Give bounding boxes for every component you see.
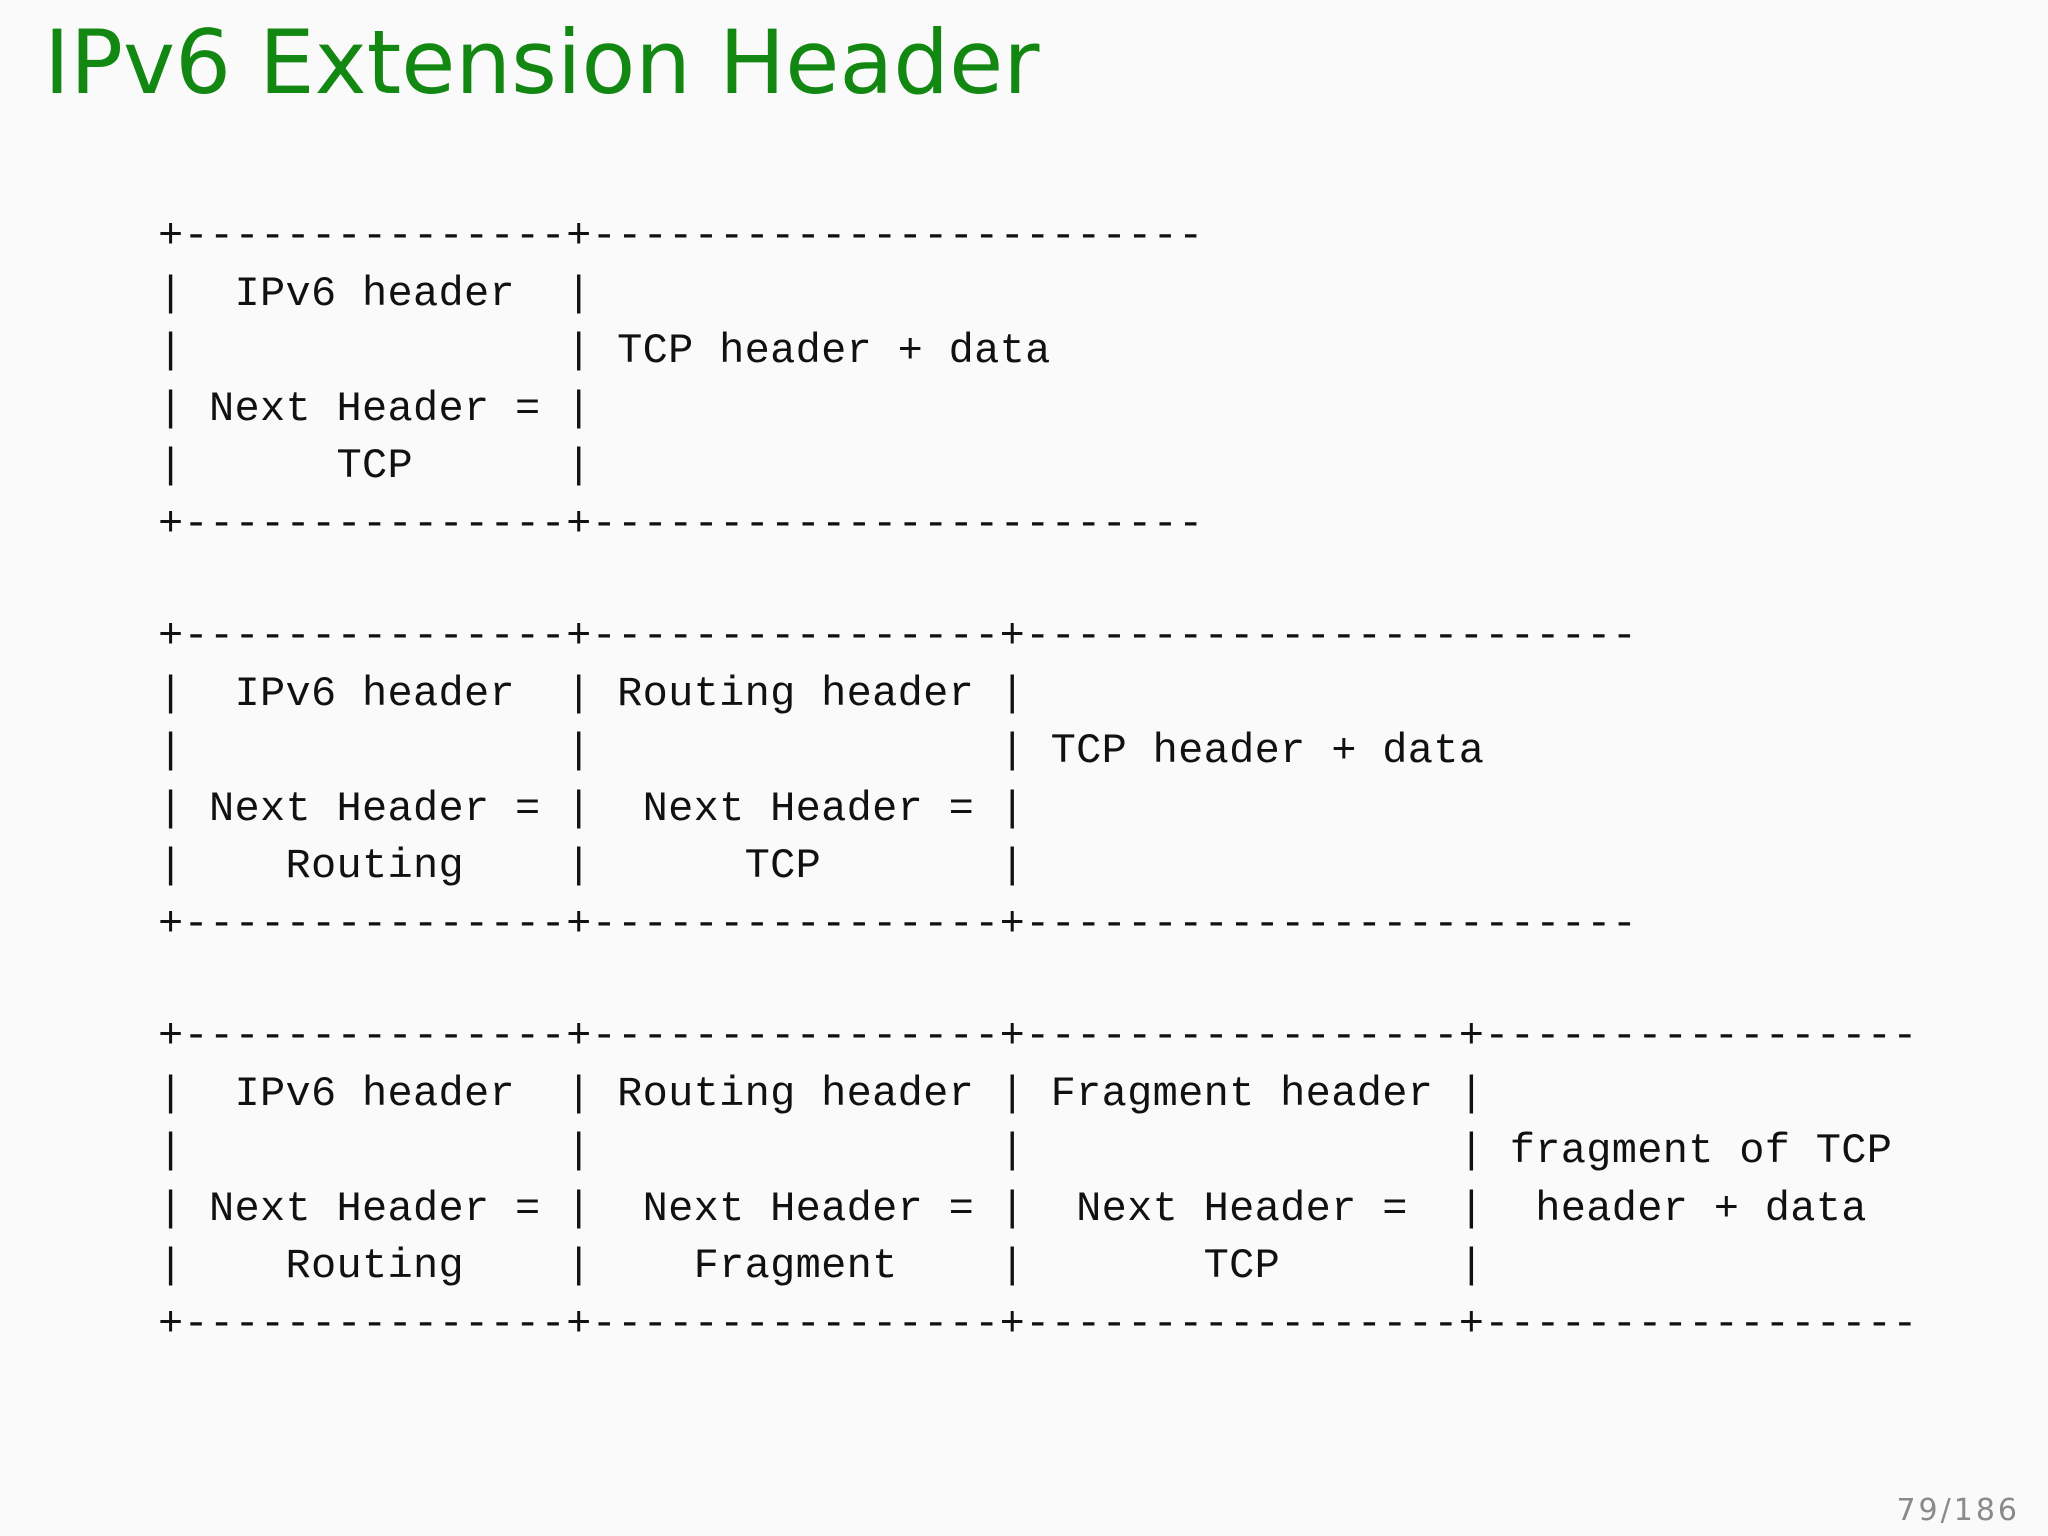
ascii-diagram-ipv6-tcp: +---------------+-----------------------… xyxy=(158,212,1204,548)
ascii-diagram-ipv6-routing-fragment-tcp: +---------------+----------------+------… xyxy=(158,1012,1918,1348)
page-number: 79/186 xyxy=(1896,1493,2020,1528)
ascii-diagram-ipv6-routing-tcp: +---------------+----------------+------… xyxy=(158,612,1638,948)
slide-title: IPv6 Extension Header xyxy=(44,11,1040,114)
